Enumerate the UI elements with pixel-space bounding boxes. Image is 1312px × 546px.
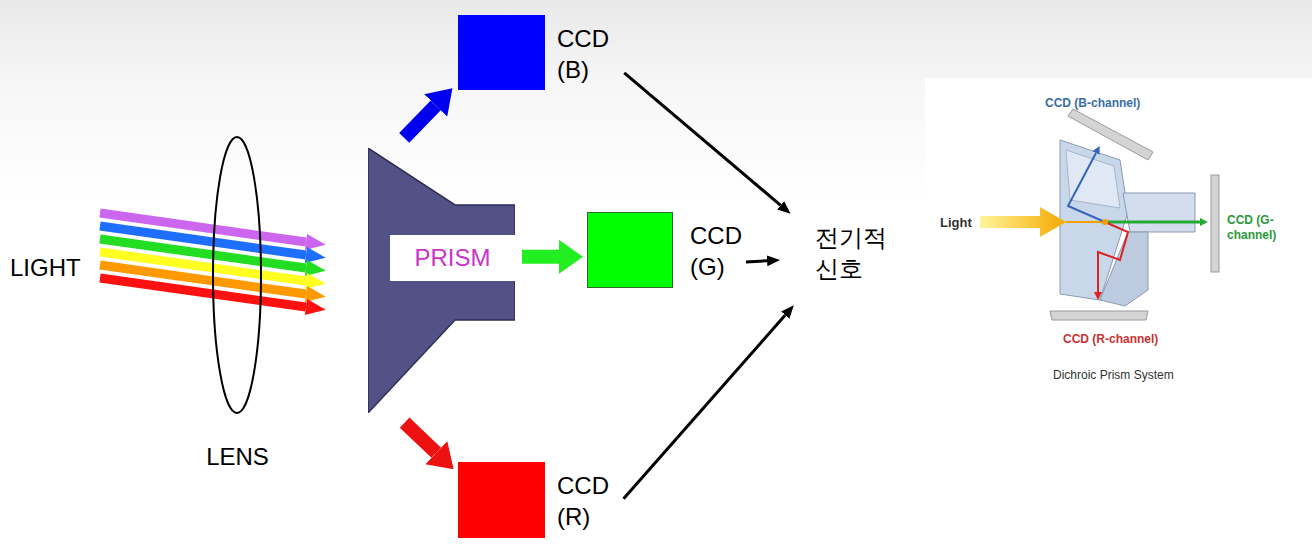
- inset-label: CCD (B-channel): [1045, 96, 1140, 111]
- ray-head: [305, 260, 326, 276]
- ccd-square: [458, 462, 545, 538]
- ccd-plate: [1050, 311, 1148, 320]
- inset-label: Light: [940, 215, 972, 231]
- light-arrow: [980, 207, 1066, 237]
- light-label: LIGHT: [10, 253, 81, 283]
- prism-label: PRISM: [390, 235, 515, 281]
- prism-shape: [368, 148, 515, 413]
- prism-piece: [1123, 193, 1195, 232]
- ray-head: [305, 286, 326, 302]
- ccd-sensor: CCD (R): [458, 462, 609, 538]
- split-point: [1102, 219, 1108, 225]
- inset-label: Dichroic Prism System: [1053, 368, 1174, 383]
- signal-node: 전기적 신호: [815, 222, 887, 284]
- connector-arrow: [624, 73, 780, 205]
- red-path: [1098, 222, 1128, 292]
- lens: LENS: [195, 135, 280, 471]
- connector-arrow: [405, 423, 437, 453]
- ccd-square: [587, 212, 673, 288]
- signal-label: 전기적 신호: [815, 222, 887, 284]
- connector-arrow: [624, 315, 786, 499]
- ccd-label: CCD (R): [557, 470, 609, 532]
- ccd-sensor: CCD (B): [458, 15, 609, 90]
- inset-panel: [925, 78, 1312, 400]
- lens-label: LENS: [206, 443, 269, 471]
- ray-head: [305, 299, 326, 315]
- lens-outline: [195, 135, 280, 415]
- ccd-sensor: CCD (G): [587, 212, 742, 288]
- green-path: [1105, 221, 1200, 224]
- inset-label: CCD (R-channel): [1063, 332, 1158, 347]
- ccd-label: CCD (B): [557, 23, 609, 85]
- light-ray: [100, 278, 306, 307]
- ray-head: [305, 247, 326, 263]
- connector-arrow: [746, 261, 767, 262]
- inset-ground: [925, 78, 1312, 400]
- ray-head: [305, 234, 326, 250]
- ccd-label: CCD (G): [690, 220, 742, 282]
- ray-head: [305, 273, 326, 289]
- blue-path: [1068, 153, 1105, 222]
- lens-ellipse: [213, 137, 261, 413]
- inset-label: CCD (G-channel): [1227, 213, 1311, 243]
- ccd-square: [458, 15, 545, 90]
- ccd-plate: [1211, 175, 1219, 272]
- connector-arrow: [522, 250, 559, 264]
- prism: PRISM: [368, 148, 515, 413]
- connector-arrow: [404, 105, 436, 137]
- light-path: [1066, 221, 1105, 223]
